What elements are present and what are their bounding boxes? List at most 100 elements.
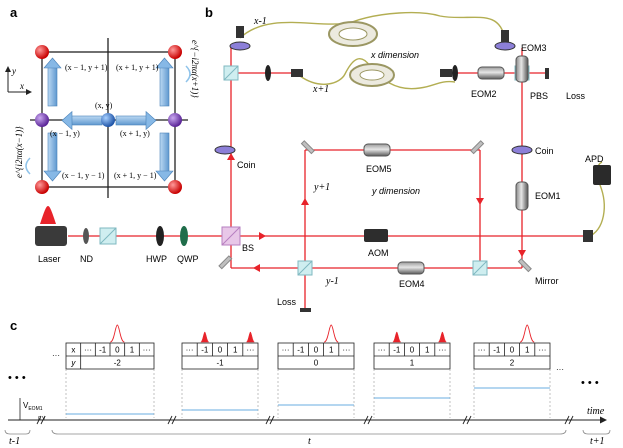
frame-x-cell-0-5: ··· (143, 346, 151, 355)
frame-x-cell-3-2: 0 (410, 346, 415, 355)
coin-waveplate-right (511, 145, 533, 155)
pulse-1-0 (200, 331, 209, 343)
lattice-diagram: (x − 1, y + 1) (x + 1, y + 1) (x, y) (x … (5, 38, 200, 198)
pulse-4-0 (519, 324, 535, 343)
eom5 (363, 143, 391, 157)
node-top-left (35, 45, 49, 59)
polarizer-cube-diag (99, 227, 117, 245)
beam-arrow-6 (253, 264, 260, 272)
frame-y-cell-2-0: 0 (314, 359, 319, 368)
arrow-left-head (61, 110, 73, 131)
frame-x-cell-4-3: 1 (525, 346, 530, 355)
axis-y-head (5, 66, 11, 72)
mirror-y-top-right (470, 140, 485, 155)
node-bottom-right (168, 180, 182, 194)
frame-x-cell-1-0: ··· (186, 346, 194, 355)
label-loss-top: Loss (566, 91, 586, 101)
label-eom4: EOM4 (399, 279, 425, 289)
frame-x-cell-2-4: ··· (342, 346, 350, 355)
pulse-0-0 (110, 324, 125, 343)
arrow-down-right-head (155, 170, 174, 182)
collimator-apd (583, 230, 593, 242)
collimator-x-minus (236, 26, 244, 38)
time-axis-head (600, 416, 607, 424)
laser-pulse (40, 206, 56, 224)
fiber-spool-mid-inner (359, 69, 385, 81)
pbs-cube-loss-diag (297, 260, 313, 276)
arrow-left (69, 115, 103, 126)
label-t: t (308, 436, 311, 447)
label-x-plus: x+1 (312, 84, 329, 95)
mirror-y-top-left (300, 140, 315, 155)
eom2 (477, 66, 505, 80)
mirror-bottom-right (517, 258, 532, 273)
frame-x-cell-4-4: ··· (538, 346, 546, 355)
label-center: (x, y) (95, 101, 113, 110)
frame-x-cell-4-2: 0 (510, 346, 515, 355)
arrow-up-right (159, 65, 170, 107)
frame-x-cell-4-0: ··· (478, 346, 486, 355)
arrow-right (115, 115, 149, 126)
eom4 (397, 261, 425, 275)
frame-y-cell-1-0: -1 (216, 359, 224, 368)
frame-x-cell-3-3: 1 (425, 346, 430, 355)
mirror-bottom-left (218, 255, 233, 270)
beam-arrow-5 (518, 250, 526, 257)
label-mr: (x + 1, y) (120, 129, 150, 138)
label-eom5: EOM5 (366, 164, 392, 174)
timeline-dots-right: • • • (581, 377, 599, 389)
frame-x-cell-2-0: ··· (282, 346, 290, 355)
pbs-cube-y-diag (472, 260, 488, 276)
label-eom3: EOM3 (521, 43, 547, 53)
frame-ellipsis-left: ··· (52, 351, 60, 360)
frame-x-cell-1-3: 1 (233, 346, 238, 355)
node-bottom-left (35, 180, 49, 194)
apd-detector (593, 165, 611, 185)
frame-x-cell-2-2: 0 (314, 346, 319, 355)
label-nd: ND (80, 254, 93, 264)
frame-x-cell-1-2: 0 (218, 346, 223, 355)
left-phase-arc (25, 157, 31, 175)
laser-source (35, 226, 67, 246)
qwp-plate (180, 226, 188, 246)
node-mid-right (168, 113, 182, 127)
beam-arrow-1 (259, 232, 266, 240)
label-hwp: HWP (146, 254, 167, 264)
frame-y-cell-0-1: -2 (114, 359, 122, 368)
label-br: (x + 1, y − 1) (114, 171, 157, 180)
frame-x-cell-4-1: -1 (493, 346, 501, 355)
zero-volt-label: 0 V (38, 416, 46, 422)
timeline-dots-left: • • • (8, 372, 26, 384)
coin-waveplate-left (214, 145, 236, 155)
arrow-down-right (159, 132, 170, 174)
nd-filter (83, 228, 89, 244)
arrow-down-left-head (43, 170, 62, 182)
arrow-up-left (47, 65, 58, 107)
time-label: time (587, 406, 605, 417)
label-pbs: PBS (530, 91, 548, 101)
beam-splitter-diag (221, 226, 241, 246)
panel-label-b: b (205, 5, 213, 20)
label-y-dimension: y dimension (371, 186, 420, 196)
arrow-up-left-head (43, 57, 62, 69)
aom (364, 229, 388, 242)
frame-x-cell-0-4: 1 (130, 346, 135, 355)
lens-x-plus-left (265, 65, 271, 81)
frame-x-cell-3-4: ··· (438, 346, 446, 355)
label-x-dimension: x dimension (370, 50, 419, 60)
label-eom1: EOM1 (535, 191, 561, 201)
label-y-plus: y+1 (313, 182, 330, 193)
label-loss-bottom: Loss (277, 297, 297, 307)
arrow-up-right-head (155, 57, 174, 69)
beam-arrow-3 (301, 198, 309, 205)
fibers (239, 11, 605, 238)
frame-x-cell-2-1: -1 (297, 346, 305, 355)
bracket-t-prev (4, 429, 31, 435)
frame-x-cell-0-3: 0 (115, 346, 120, 355)
pbs-cube-left-diag (223, 65, 239, 81)
pulse-3-0 (392, 331, 401, 343)
right-phase-arc (185, 65, 191, 83)
